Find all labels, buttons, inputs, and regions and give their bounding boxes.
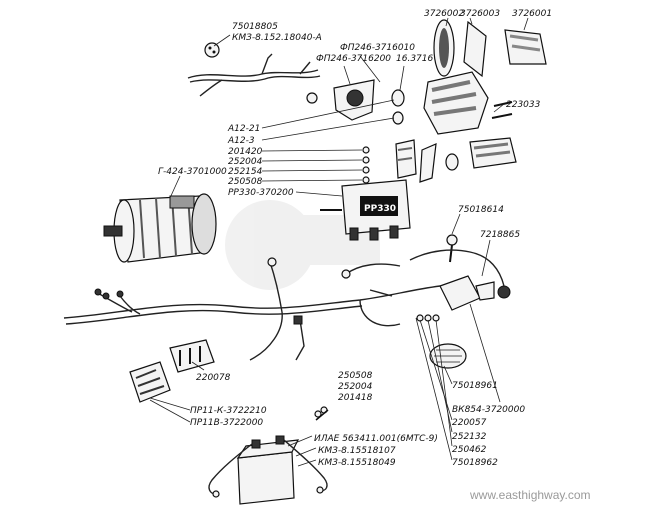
label-7218865: 7218865 [480,230,520,240]
label-252004-bottom: 252004 [338,382,373,392]
main-wiring-harness [63,249,505,361]
label-250508-top: 250508 [228,177,263,187]
side-lamp-bulb [445,153,459,171]
battery-6mts9 [236,435,300,505]
label-252132: 252132 [452,432,487,442]
label-3726002: 3726002 [424,9,464,19]
clip-75018614 [446,234,458,263]
watermark-url: www.easthighway.com [469,488,591,502]
bulb-a12-21 [391,89,405,107]
battery-cables [208,439,328,498]
label-fp246-3716010: ФП246-3716010 [340,43,415,53]
screw-223033 [491,101,513,119]
lamp-lens-3726002 [433,19,455,77]
wire-harness-top [187,53,321,104]
connector-plug [204,42,220,58]
side-lamp-right [469,137,517,169]
label-g424: Г-424-3701000 [158,167,227,177]
label-250508-bottom: 250508 [338,371,373,381]
label-kmz049: КМЗ-8.15518049 [318,458,396,468]
label-pr11v: ПР11В-3722000 [190,418,263,428]
label-a12-21: А12-21 [227,124,260,134]
label-16-3716: 16.3716 [396,54,433,64]
label-fp246-3716200: ФП246-3716200 [316,54,391,64]
lamp-gasket-3726003 [463,20,487,78]
label-252154: 252154 [228,167,263,177]
label-75018614: 75018614 [458,205,504,215]
label-75018805: 75018805 [232,22,278,32]
label-220078: 220078 [196,373,231,383]
label-220057: 220057 [452,418,487,428]
bulb-a12-3 [392,111,404,125]
label-rr330-370200: РР330-370200 [228,188,294,198]
label-kmz107: КМЗ-8.15518107 [318,446,396,456]
grommet-75018961 [429,343,467,369]
fuse-block-pr11 [129,361,171,403]
battery-fasteners [314,406,329,421]
label-a12-3: А12-3 [227,136,255,146]
label-250462: 250462 [452,445,487,455]
generator-g424 [103,193,217,263]
regulator-plate-text: РР330 [364,204,396,214]
lamp-housing-3726001 [504,29,547,65]
label-3726003: 3726003 [460,9,500,19]
label-kmz-a: КМЗ-8.152.18040-А [232,33,322,43]
label-201420: 201420 [228,147,263,157]
relay-regulator-rr330 [320,179,411,241]
fuse-cover-220078 [169,339,215,373]
side-lamp-gasket [419,143,437,183]
lamp-socket-fp246 [333,79,375,121]
label-252004-top: 252004 [228,157,263,167]
rear-lamp-body [423,71,489,135]
starter-switch-vk854 [439,275,511,311]
label-223033: 223033 [506,100,541,110]
leader-lines [149,17,529,467]
label-75018962: 75018962 [452,458,498,468]
label-ilae: ИЛАЕ 563411.001(6МТС-9) [314,434,438,444]
side-lamp-left [395,139,417,179]
label-pr11k: ПР11-К-3722210 [190,406,267,416]
label-201418: 201418 [338,393,373,403]
label-3726001: 3726001 [512,9,552,19]
watermark-logo [225,200,380,290]
label-vk854: ВК854-3720000 [452,405,525,415]
label-75018961: 75018961 [452,381,498,391]
